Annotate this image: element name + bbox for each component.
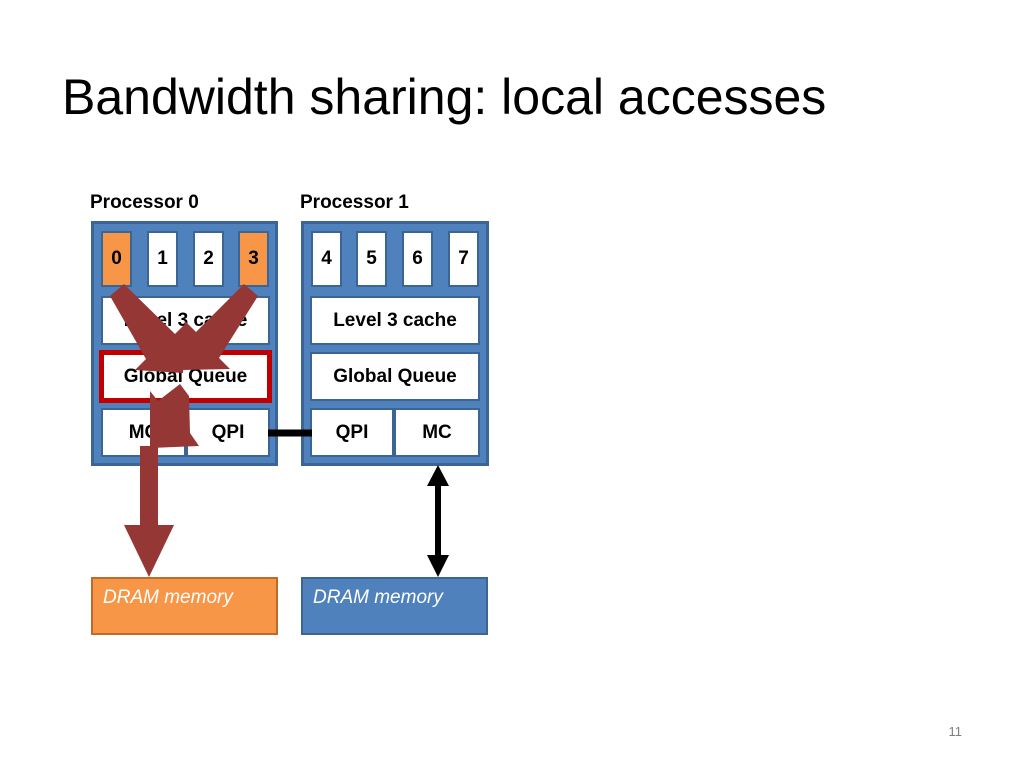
processor-0-qpi: QPI xyxy=(186,408,270,457)
processor-1-l3-cache: Level 3 cache xyxy=(310,296,480,345)
dram-memory-1: DRAM memory xyxy=(301,577,488,635)
core-4: 4 xyxy=(311,231,342,287)
processor-0-l3-cache: Level 3 cache xyxy=(101,296,270,345)
mc1-dram-link xyxy=(427,465,449,577)
core-2: 2 xyxy=(193,231,224,287)
slide-title: Bandwidth sharing: local accesses xyxy=(62,69,827,125)
processor-1-memory-controller: MC xyxy=(394,408,480,457)
processor-0-memory-controller: MC xyxy=(101,408,186,457)
mc0-dram-link xyxy=(140,468,156,487)
page-number: 11 xyxy=(948,724,963,739)
core-0: 0 xyxy=(101,231,132,287)
processor-1-global-queue: Global Queue xyxy=(310,352,480,401)
core-7: 7 xyxy=(448,231,479,287)
processor-1-label: Processor 1 xyxy=(300,192,409,213)
core-3: 3 xyxy=(238,231,269,287)
processor-0-global-queue: Global Queue xyxy=(99,350,272,403)
processor-1-qpi: QPI xyxy=(310,408,394,457)
dram-memory-0: DRAM memory xyxy=(91,577,278,635)
processor-0-label: Processor 0 xyxy=(90,192,199,213)
core-6: 6 xyxy=(402,231,433,287)
core-1: 1 xyxy=(147,231,178,287)
core-5: 5 xyxy=(356,231,387,287)
